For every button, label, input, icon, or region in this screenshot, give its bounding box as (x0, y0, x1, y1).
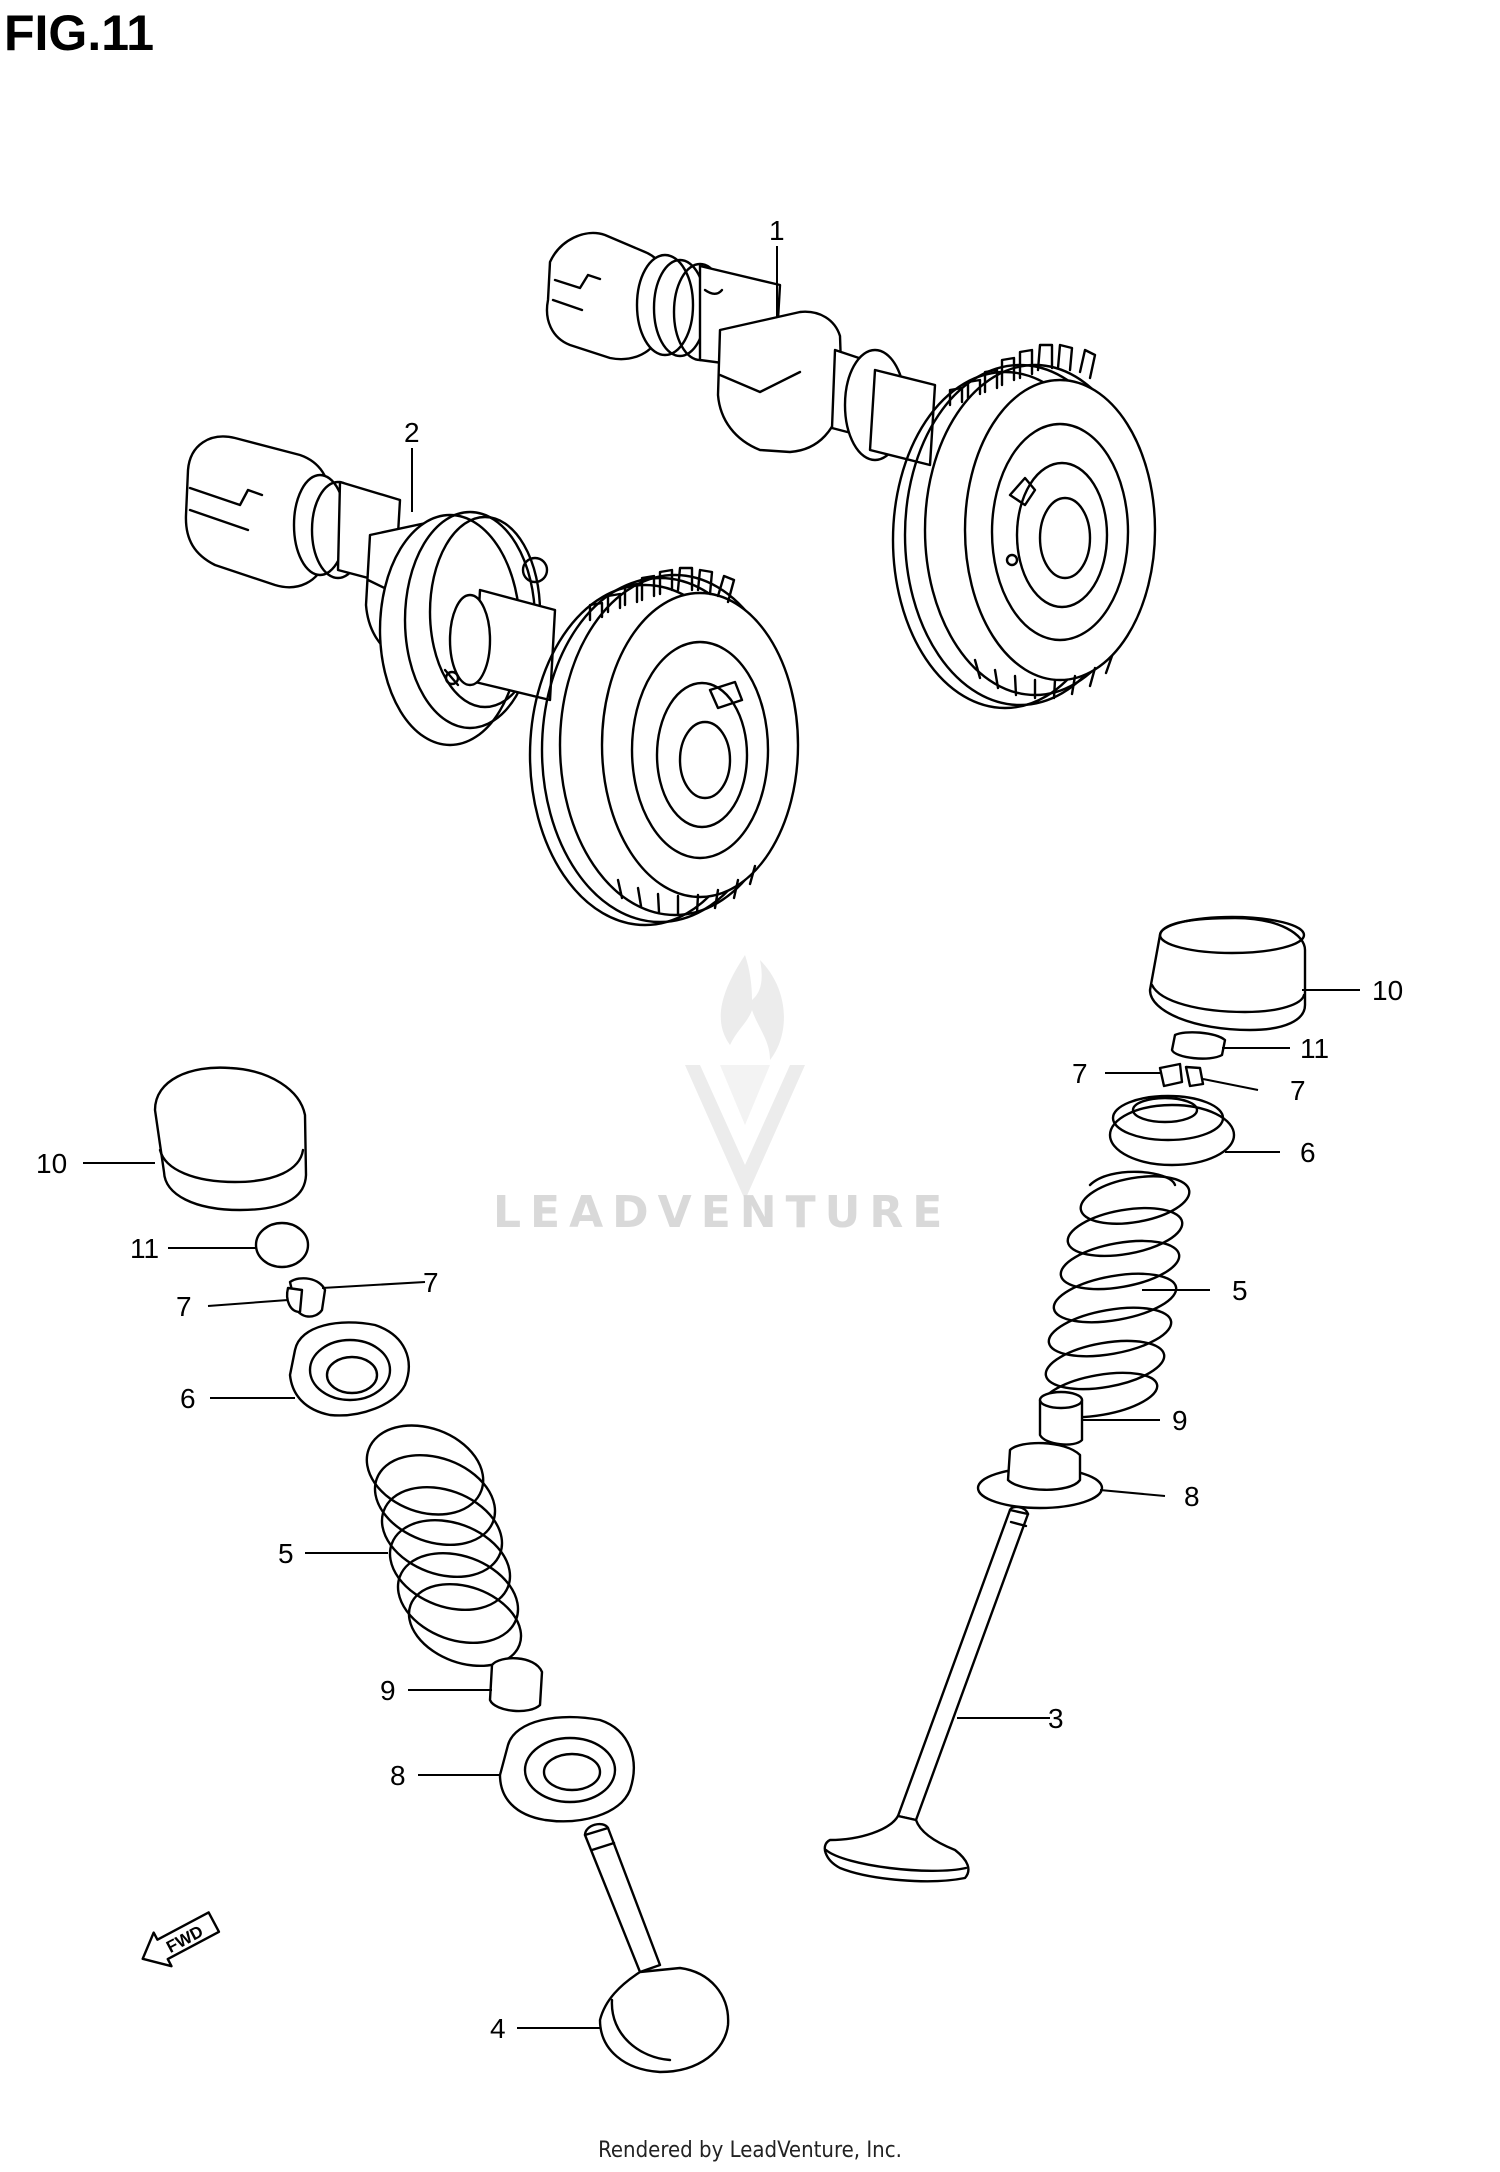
footer-credit: Rendered by LeadVenture, Inc. (598, 2138, 902, 2163)
camshaft-2 (184, 435, 800, 927)
callout-10-left: 10 (36, 1148, 67, 1179)
callout-8-right: 8 (1184, 1481, 1200, 1512)
callout-2: 2 (404, 417, 420, 448)
callout-7-right-a: 7 (1072, 1058, 1088, 1089)
valve-spring-right (1041, 1170, 1191, 1419)
callout-1: 1 (769, 215, 785, 246)
callout-5-right: 5 (1232, 1275, 1248, 1306)
cam-sprocket-2 (528, 566, 800, 927)
valve-exhaust (823, 1505, 1030, 1883)
stem-seal-right (1038, 1390, 1084, 1446)
figure-title: FIG.11 (4, 5, 155, 61)
camshaft-1 (545, 231, 1157, 710)
callout-7-right-b: 7 (1290, 1075, 1306, 1106)
callout-8-left: 8 (390, 1760, 406, 1791)
spring-seat-left (498, 1715, 635, 1823)
cam-sprocket-1 (891, 343, 1157, 710)
fwd-direction-arrow-icon: FWD (141, 1911, 221, 1968)
callout-4: 4 (490, 2013, 506, 2044)
callout-leaders (83, 246, 1360, 2029)
tappet-left (153, 1066, 308, 1212)
retainer-left (288, 1321, 410, 1417)
cotter-left-b (286, 1286, 304, 1314)
callout-7-left-b: 7 (176, 1291, 192, 1322)
watermark-text: LEADVENTURE (493, 1187, 951, 1238)
cotter-right-a (1158, 1062, 1184, 1088)
callout-7-left-a: 7 (423, 1267, 439, 1298)
leadventure-watermark: LEADVENTURE (493, 955, 951, 1238)
callout-numbers: 1 2 3 4 5 5 6 6 7 7 7 7 8 8 9 9 10 10 11… (36, 215, 1403, 2044)
callout-6-left: 6 (180, 1383, 196, 1414)
shim-left (254, 1221, 310, 1269)
tappet-right (1148, 915, 1307, 1032)
callout-11-right: 11 (1300, 1033, 1329, 1064)
retainer-right (1108, 1094, 1236, 1167)
callout-9-left: 9 (380, 1675, 396, 1706)
stem-seal-left (488, 1657, 544, 1713)
valve-intake (583, 1822, 730, 2074)
cotter-right-b (1184, 1065, 1205, 1088)
callout-9-right: 9 (1172, 1405, 1188, 1436)
spring-seat-right (976, 1441, 1104, 1510)
callout-11-left: 11 (130, 1233, 159, 1264)
callout-10-right: 10 (1372, 975, 1403, 1006)
callout-6-right: 6 (1300, 1137, 1316, 1168)
callout-3: 3 (1048, 1703, 1064, 1734)
flame-logo-icon (685, 955, 805, 1200)
callout-5-left: 5 (278, 1538, 294, 1569)
shim-right (1170, 1031, 1227, 1060)
valve-spring-left (365, 1424, 523, 1668)
